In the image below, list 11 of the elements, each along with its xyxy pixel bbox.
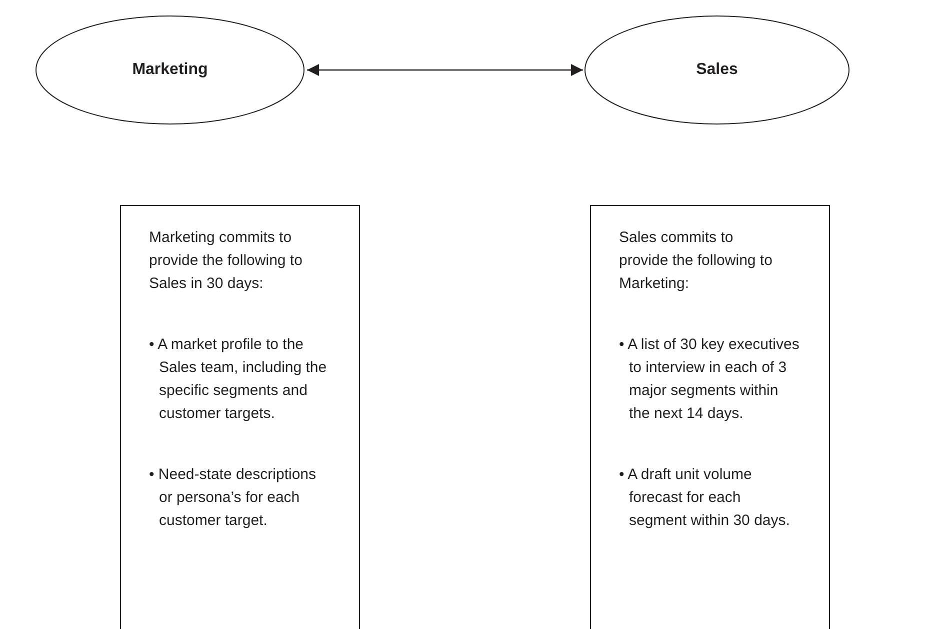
bullet-item: • Need-state descriptions or persona’s for each customer target. [149,465,317,531]
text-panel [590,205,830,629]
panel-heading: Marketing commits to provide the following to Sales in 30 days: [149,228,304,294]
bullet-item: • A market profile to the Sales team, including the specific segments and customer targets. [149,335,328,424]
double-arrow [307,64,583,76]
text-panel [120,205,360,629]
bullet-item: • A draft unit volume forecast for each segment within 30 days. [619,465,791,531]
node-title: Marketing [132,60,208,80]
bullet-item: • A list of 30 key executives to interview in each of 3 major segments within the next 14 days. [619,335,800,424]
panel-heading: Sales commits to provide the following to Marketing: [619,228,774,294]
node-title: Sales [696,60,738,80]
